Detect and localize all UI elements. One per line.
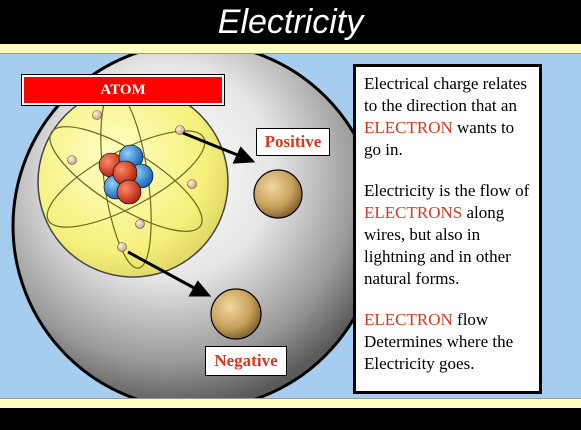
negative-charge-ball — [210, 288, 262, 340]
positive-charge-ball — [253, 169, 303, 219]
atom-label: ATOM — [21, 74, 225, 106]
info-paragraph-3: ELECTRON flow Determines where the Elect… — [364, 310, 514, 373]
bottom-stripe — [0, 398, 581, 408]
slide-title: Electricity — [217, 3, 364, 41]
info-paragraph-1: Electrical charge relates to the directi… — [364, 74, 527, 159]
top-stripe — [0, 44, 581, 54]
title-bar: Electricity — [0, 0, 581, 44]
positive-label: Positive — [256, 128, 330, 156]
highlight-electron: ELECTRON — [364, 118, 453, 137]
nucleus — [98, 144, 154, 205]
electrons — [67, 110, 197, 252]
bottom-bar — [0, 408, 581, 430]
info-paragraph-2: Electricity is the flow of ELECTRONS alo… — [364, 181, 530, 288]
highlight-electrons: ELECTRONS — [364, 203, 463, 222]
highlight-electron-flow: ELECTRON — [364, 310, 453, 329]
arrows — [127, 131, 256, 297]
negative-label: Negative — [205, 346, 287, 376]
slide-stage: ATOM Positive Negative Electrical charge… — [0, 54, 581, 398]
info-textbox: Electrical charge relates to the directi… — [353, 64, 542, 394]
